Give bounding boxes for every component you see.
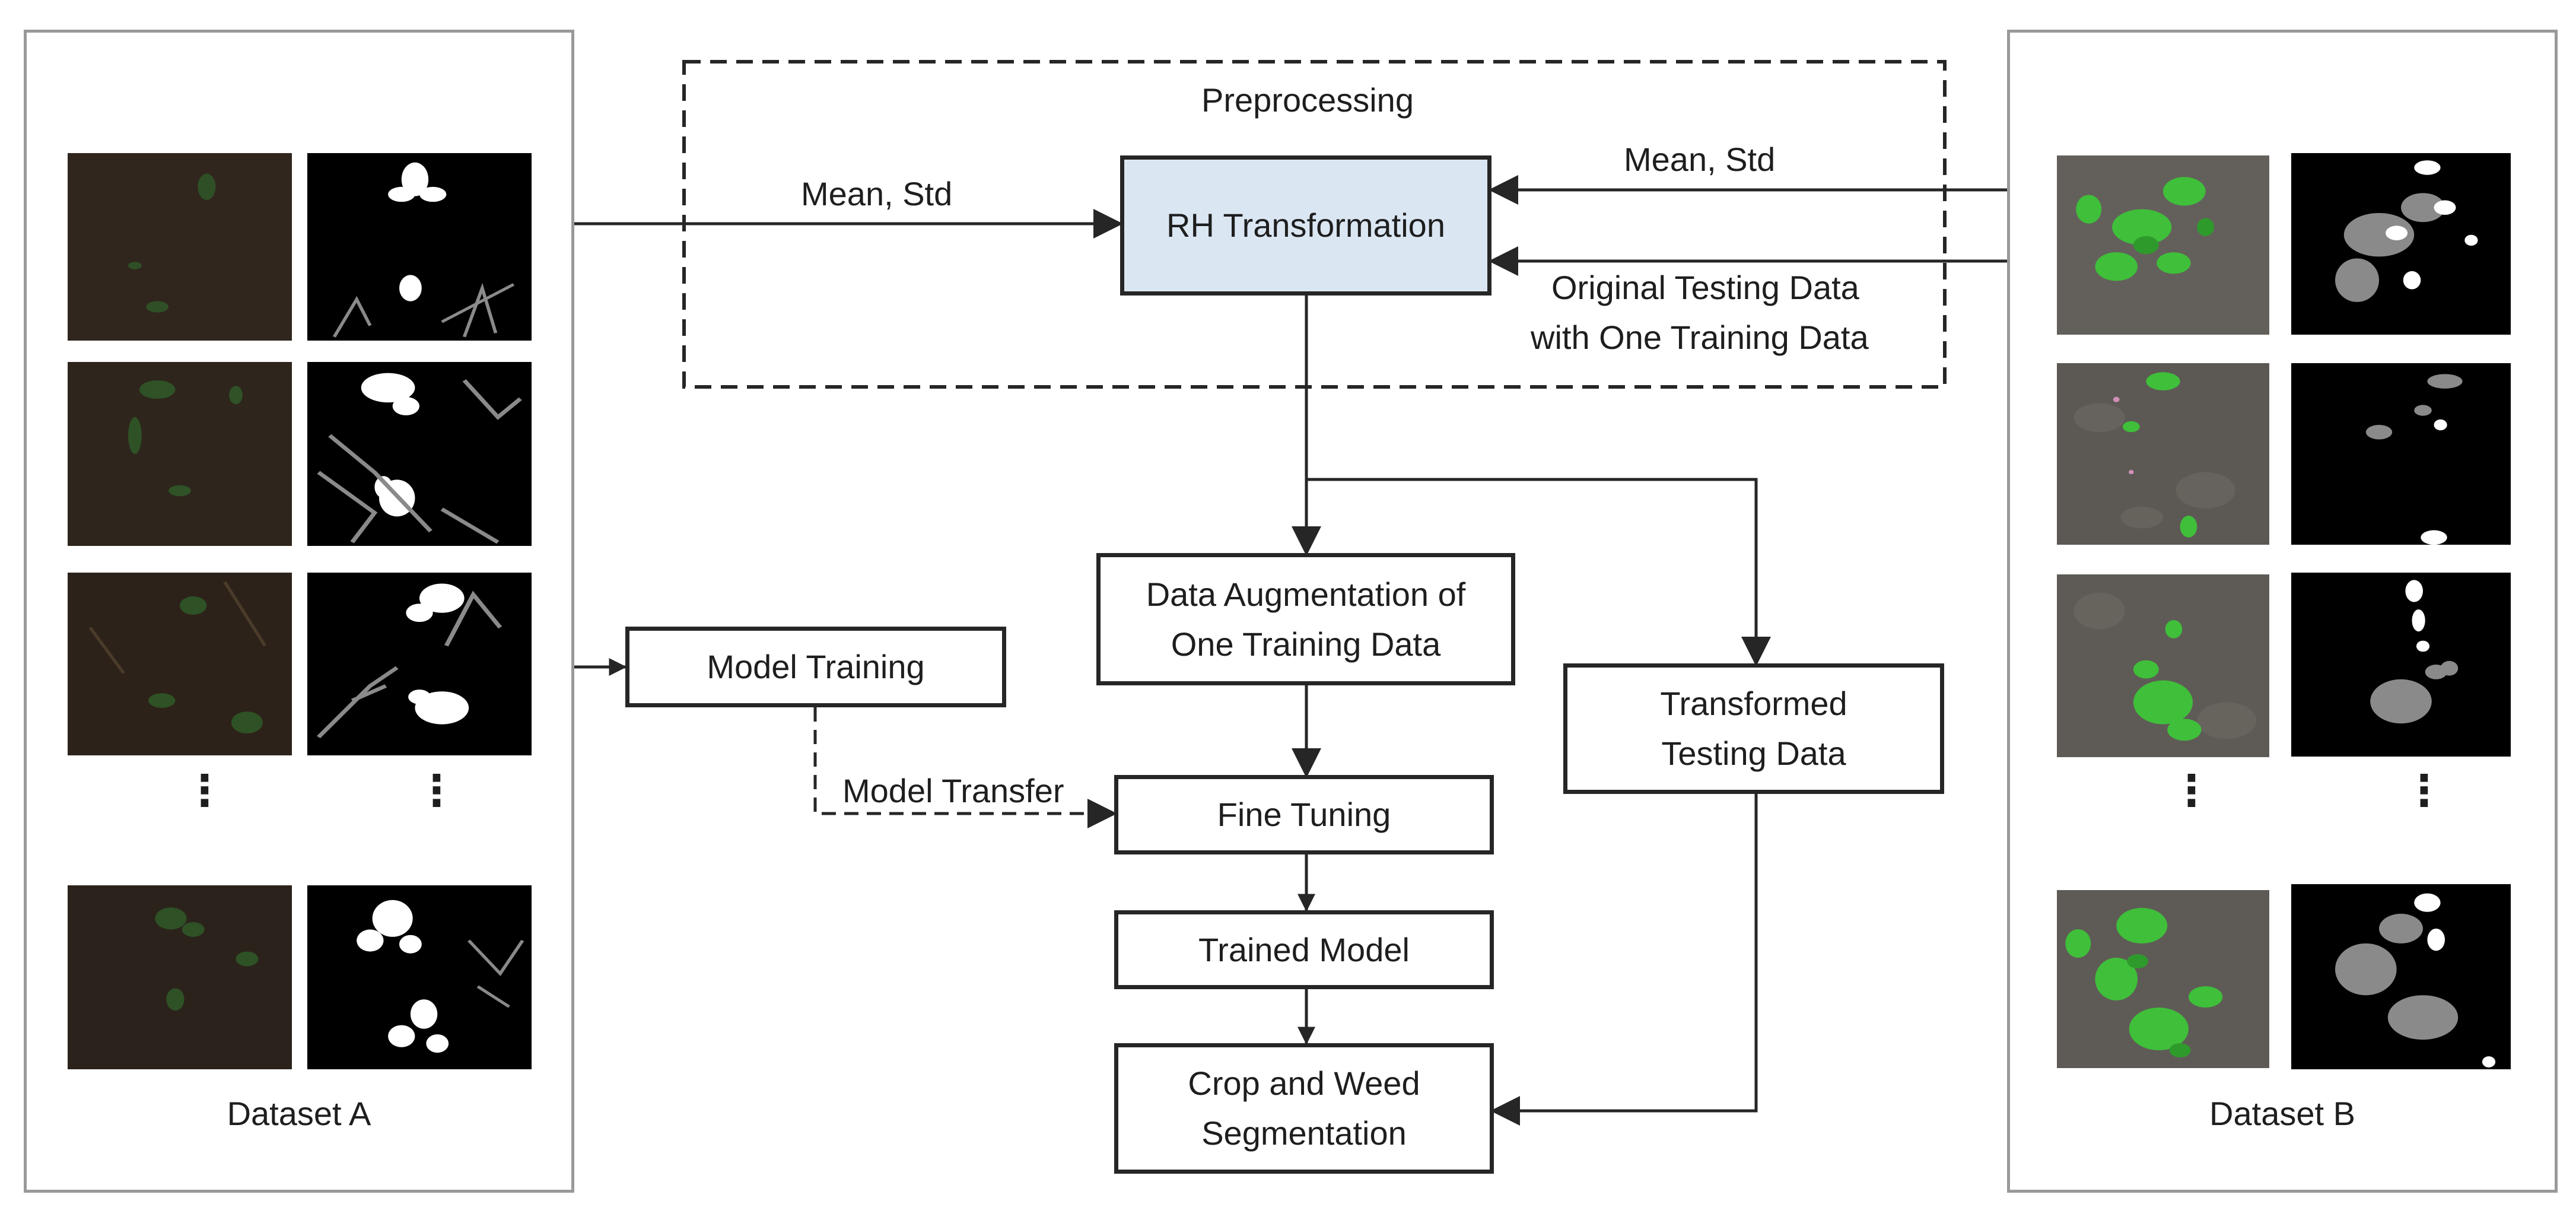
dataset-b-rgb-4 (2057, 890, 2269, 1068)
dataset-a-caption: Dataset A (227, 1095, 371, 1132)
dataset-a-rgb-3 (68, 573, 292, 755)
dataset-b-rgb-3 (2057, 574, 2269, 757)
dataset-b-rgb-2 (2057, 363, 2269, 545)
dataset-b-ellipsis-mask: ⋮ (2403, 767, 2445, 815)
dataset-b-mask-3 (2291, 573, 2511, 757)
dataset-a-rgb-4 (68, 885, 292, 1069)
arrow-model-transfer (813, 707, 1117, 828)
rh-transformation-node: RH Transformation (1120, 155, 1491, 296)
edge-label-original-testing-2: with One Training Data (1531, 319, 1869, 356)
edge-label-original-testing-1: Original Testing Data (1551, 269, 1859, 306)
edge-label-model-transfer: Model Transfer (842, 772, 1064, 809)
dataset-a-ellipsis-mask: ⋮ (415, 767, 458, 815)
trained-model-label: Trained Model (1198, 930, 1410, 968)
arrow-transformed-to-segmentation (1490, 794, 1758, 1126)
dataset-a-ellipsis-rgb: ⋮ (183, 767, 226, 815)
model-training-label: Model Training (707, 648, 925, 685)
dataset-b-mask-1 (2291, 153, 2511, 335)
preprocessing-label: Preprocessing (1201, 81, 1414, 119)
dataset-a-mask-1 (307, 153, 532, 341)
dataset-b-rgb-1 (2057, 155, 2269, 335)
edge-label-mean-std-left: Mean, Std (801, 175, 953, 212)
model-training-node: Model Training (625, 627, 1006, 707)
dataset-a-rgb-2 (68, 362, 292, 546)
dataset-b-caption: Dataset B (2209, 1095, 2355, 1132)
dataset-a-mask-3 (307, 573, 532, 755)
dataset-a-mask-2 (307, 362, 532, 546)
fine-tuning-node: Fine Tuning (1114, 775, 1494, 854)
trained-model-node: Trained Model (1114, 910, 1494, 989)
dataset-a-rgb-1 (68, 153, 292, 341)
rh-transformation-label: RH Transformation (1166, 206, 1445, 244)
edge-label-mean-std-right: Mean, Std (1624, 141, 1776, 178)
dataset-b-ellipsis-rgb: ⋮ (2170, 767, 2213, 815)
dataset-b-mask-2 (2291, 363, 2511, 545)
dataset-a-mask-4 (307, 885, 532, 1069)
fine-tuning-label: Fine Tuning (1217, 796, 1391, 833)
arrow-to-transformed (1306, 478, 1771, 666)
dataset-b-mask-4 (2291, 884, 2511, 1069)
